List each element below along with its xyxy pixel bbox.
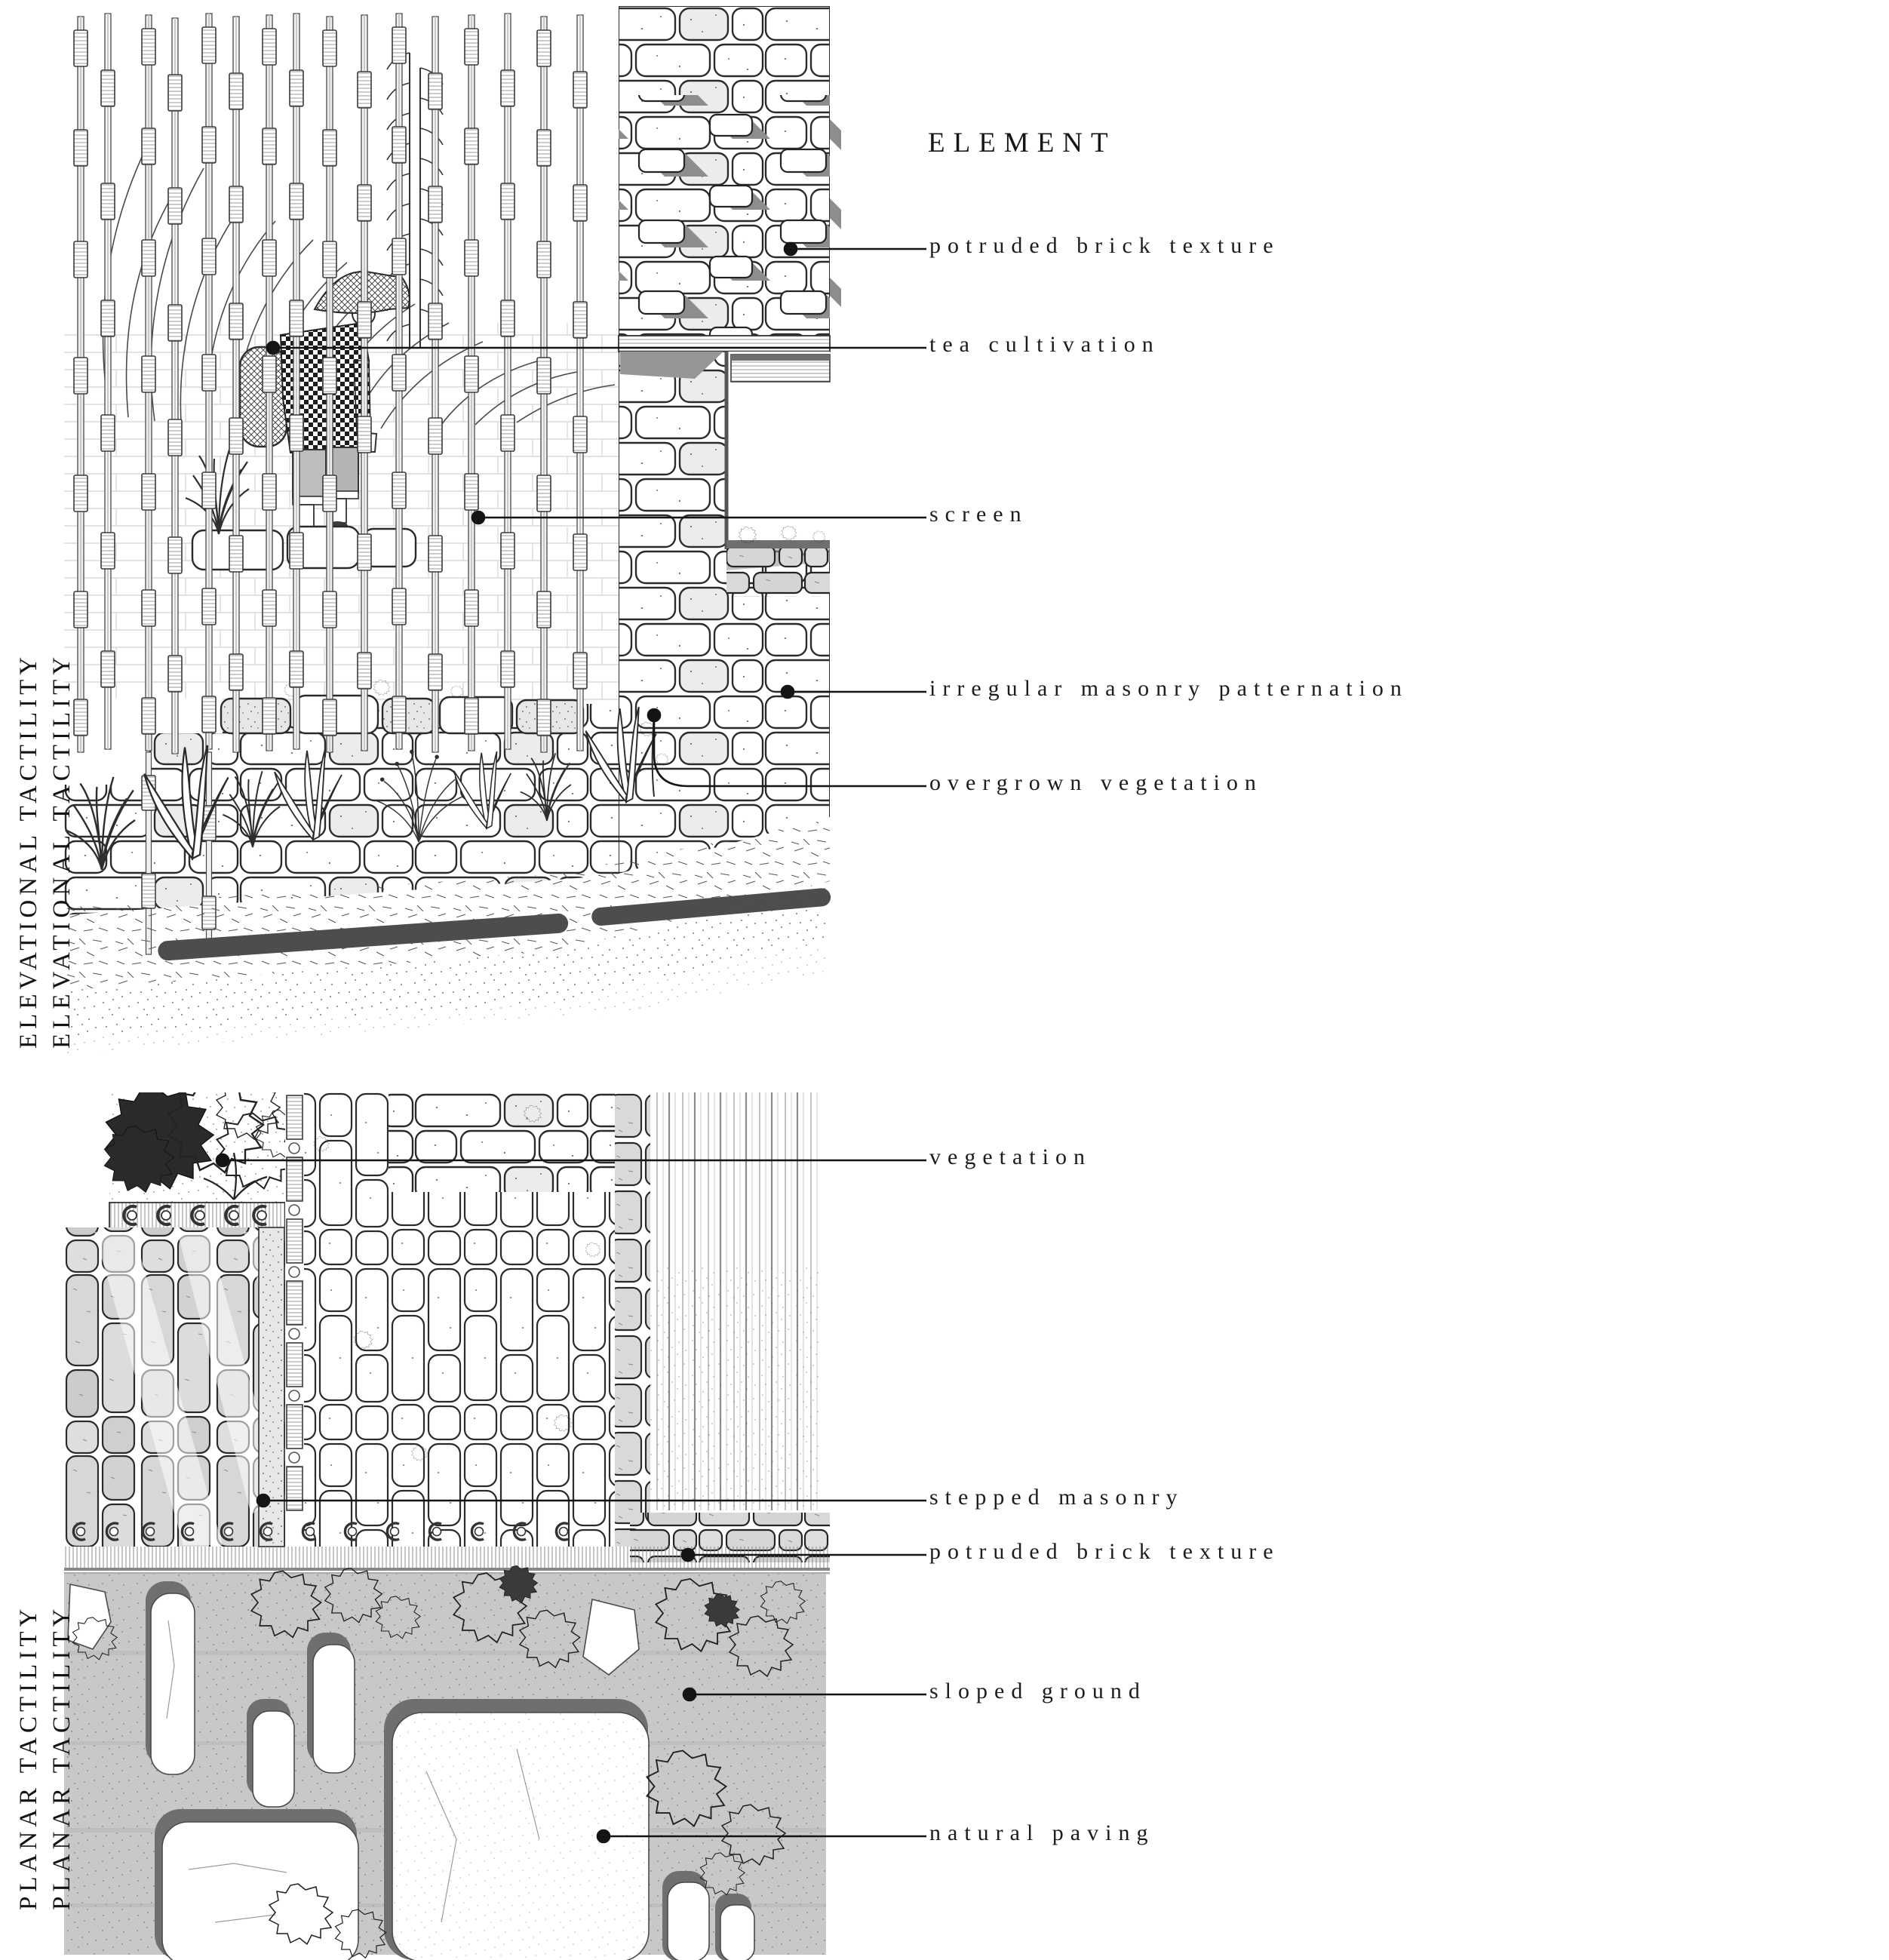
- paving-stone-small: [715, 1894, 755, 1960]
- long-poles: [141, 751, 217, 955]
- side-title-planar-2: PLANAR TACTILITY: [48, 1604, 75, 1910]
- plan-drawing: [64, 1092, 830, 1960]
- label-natural-paving: natural paving: [929, 1820, 1155, 1845]
- label-tea-cultivation: tea cultivation: [929, 332, 1160, 357]
- label-potruded-brick-texture: potruded brick texture: [929, 233, 1280, 258]
- paving-stone-small: [662, 1871, 710, 1960]
- paving-stone-largest: [384, 1699, 650, 1960]
- side-title-elevational-2: ELEVATIONAL TACTILITY: [48, 652, 75, 1049]
- stone-fragment: [67, 1584, 640, 1676]
- elevation-drawing: [64, 6, 841, 1055]
- lintel-shadow: [620, 352, 723, 379]
- label-stepped-masonry: stepped masonry: [929, 1485, 1184, 1510]
- top-horizontal-courses: [389, 1092, 615, 1192]
- label-vegetation: vegetation: [929, 1144, 1092, 1169]
- side-title-planar-1: PLANAR TACTILITY: [15, 1604, 42, 1910]
- label-sloped-ground: sloped ground: [929, 1679, 1147, 1703]
- plan-pole-strip: [285, 1092, 304, 1545]
- label-potruded-brick-plan: potruded brick texture: [929, 1539, 1280, 1564]
- gray-brick-band: [726, 548, 830, 597]
- inner-beam-shadow: [731, 355, 830, 361]
- bottom-hook-circles: [75, 1526, 569, 1537]
- rule-light: [64, 1572, 830, 1574]
- sloped-ground-elevation: [64, 819, 831, 1055]
- plan-middle-masonry: [72, 1092, 615, 1547]
- stone-step-platform: [191, 525, 417, 571]
- paving-stone: [247, 1699, 295, 1808]
- rule-dark: [64, 1568, 830, 1571]
- bamboo-screen: [73, 13, 588, 955]
- plan-hatch-band: [64, 1547, 830, 1568]
- legend-header: ELEMENT: [928, 127, 1117, 158]
- stepped-masonry-columns: [615, 1092, 650, 1547]
- label-overgrown-vegetation: overgrown vegetation: [929, 770, 1263, 795]
- paving-stone: [146, 1581, 195, 1775]
- bottom-hooks: [72, 1522, 569, 1541]
- protruded-brick-area: [619, 95, 830, 346]
- natural-paving-stones: [67, 1581, 755, 1960]
- plan-screen-band-top: [109, 1202, 286, 1229]
- lintel: [618, 335, 831, 352]
- label-irregular-masonry: irregular masonry patternation: [929, 676, 1408, 701]
- speckled-column: [258, 1227, 285, 1547]
- paving-stone-large: [155, 1809, 359, 1960]
- curb-bar-left: [158, 913, 569, 961]
- wall-opening: [726, 352, 830, 549]
- side-title-elevational-1: ELEVATIONAL TACTILITY: [15, 652, 42, 1049]
- plan-ground: [64, 1565, 826, 1960]
- plan-left-masonry: [64, 1227, 285, 1547]
- label-screen: screen: [929, 502, 1028, 527]
- plan-striped-region: [650, 1092, 820, 1510]
- plan-tree: [103, 1092, 308, 1200]
- ledge: [726, 540, 830, 548]
- paving-stone: [307, 1633, 355, 1774]
- edge-shadows: [830, 119, 841, 307]
- tree-branches: [203, 1152, 268, 1200]
